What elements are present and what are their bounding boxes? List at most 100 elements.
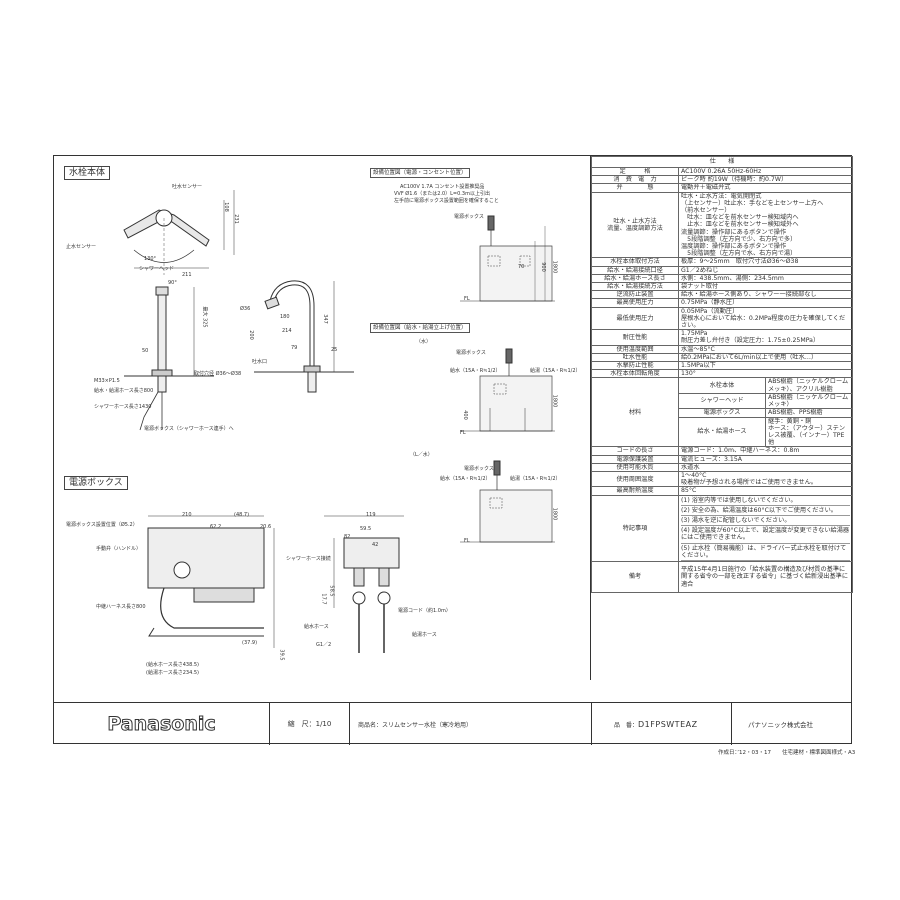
dim-211: 211 [182, 272, 192, 278]
material-key: シャワーヘッド [678, 392, 766, 410]
dim-17: 17.7 [320, 593, 327, 605]
dim-200: 200 [247, 330, 254, 340]
label-hose-len-b: (給湯ホース長さ234.5) [146, 670, 199, 676]
spec-row: コードの長さ電源コード：1.0m、中継ハーネス：0.8m [591, 446, 853, 456]
section-title-install-1: 設備位置図（電源・コンセント位置） [370, 168, 470, 178]
model-number: D1FPSWTEAZ [638, 719, 698, 729]
label-hose-l: 中継ハーネス長さ800 [96, 604, 146, 610]
install-fl-3: FL [464, 538, 470, 544]
spec-key: 吐水・止水方法 流量、温度調節方法 [591, 191, 679, 259]
material-key: 水栓本体 [678, 377, 766, 394]
install-note-1: AC100V 1.7A コンセント設置推奨品 [400, 184, 485, 190]
spec-value: 給0.2MPaにおいて6L/min以上で使用（吐水…） [678, 352, 853, 363]
dim-1800-1: 1800 [551, 260, 558, 274]
spec-value: 水側：438.5mm、湯側：234.5mm [678, 273, 853, 284]
install-fl-1: FL [464, 296, 470, 302]
note-item: (2) 安全の為、給湯温度は60°C以下でご使用ください。 [681, 506, 850, 516]
dim-25: 25 [331, 347, 338, 353]
spec-value: 電流ヒューズ：3.15A [678, 454, 853, 464]
dim-1800-3: 1800 [551, 507, 558, 521]
dim-108: 108 [222, 202, 229, 212]
material-value: ABS樹脂（ニッケルクロームメッキ）、アクリル樹脂 [765, 377, 853, 394]
remarks-label: 備考 [591, 560, 679, 593]
dim-231: 231 [232, 214, 239, 224]
spec-value: 吐水・止水方法：電気開閉式 （上センサー）吐止水：手などを上センサー上方へ （前… [678, 191, 853, 259]
spec-key: 吐水性能 [591, 352, 679, 363]
spec-key: 給水・給湯接続方法 [591, 282, 679, 292]
label-cord: 電源ボックス設置位置（Ø5.2） [66, 522, 138, 528]
spec-remarks-row: 備考平成15年4月1日施行の「給水装置の構造及び材質の基準に関する省令の一部を改… [591, 560, 853, 593]
spec-row: 吐水性能給0.2MPaにおいて6L/min以上で使用（吐水…） [591, 352, 853, 363]
spec-value: 板厚：9〜25mm 取付穴寸法Ø36〜Ø38 [678, 257, 853, 267]
spec-key: 電源保護装置 [591, 454, 679, 464]
spec-row: 水栓本体取付方法板厚：9〜25mm 取付穴寸法Ø36〜Ø38 [591, 257, 853, 267]
spec-value: 130° [678, 369, 853, 379]
spec-key: 使用可能水質 [591, 462, 679, 472]
label-thread: M33×P1.5 [94, 378, 120, 384]
dim-400-2: 400 [461, 410, 468, 420]
spec-value: 0.75MPa（静水圧） [678, 298, 853, 308]
spec-row: 吐水・止水方法 流量、温度調節方法吐水・止水方法：電気開閉式 （上センサー）吐止… [591, 191, 853, 259]
scale-cell: 縮 尺： 1/10 [270, 703, 350, 745]
install-power-box-1: 電源ボックス [454, 214, 484, 220]
spec-value: ピーク時 約19W（待機時：約0.7W） [678, 175, 853, 185]
spec-value: 水道水 [678, 462, 853, 472]
dim-1800-2: 1800 [551, 394, 558, 408]
product-cell: 商品名： スリムセンサー水栓（寒冷地用） [350, 703, 592, 745]
dim-50: 50 [142, 348, 149, 354]
install-note-3: 左手前に電源ボックス設置範囲を確保すること [394, 198, 499, 204]
install-fl-2: FL [460, 430, 466, 436]
spec-row: 使用可能水質水道水 [591, 462, 853, 472]
material-key: 給水・給湯ホース [678, 416, 766, 448]
label-hot-in: 給湯ホース [412, 632, 437, 638]
spec-material-row: 給水・給湯ホース継手：黄銅・銅 ホース：（アウター）ステンレス被覆、（インナー）… [592, 416, 853, 448]
spec-key: 逆流防止装置 [591, 290, 679, 300]
remarks-text: 平成15年4月1日施行の「給水装置の構造及び材質の基準に関する省令の一部を改正す… [678, 560, 853, 593]
install-cold: （水） [416, 339, 432, 345]
spec-value: 水温〜85°C [678, 344, 853, 354]
materials-label: 材料 [591, 377, 679, 448]
spec-row: 給水・給湯接続方法袋ナット取付 [591, 282, 853, 292]
label-shower-hose: シャワーホース接続 [286, 556, 331, 562]
install-diagram-1 [450, 211, 560, 306]
spec-value: 0.05MPa（流動圧） 屋根水心において給水：0.2MPa程度の圧力を確保して… [678, 306, 853, 331]
issue-note: 作成日：’12・03・17 住宅建材・標準図面様式・A3 [718, 750, 856, 756]
install-hot-riser: 給湯（15A・R≒1/2） [530, 368, 581, 374]
material-value: ABS樹脂、PPS樹脂 [765, 408, 853, 418]
spec-row: 消 費 電 力ピーク時 約19W（待機時：約0.7W） [591, 175, 853, 185]
spec-value: AC100V 0.26A 50Hz-60Hz [678, 166, 853, 177]
material-value: 継手：黄銅・銅 ホース：（アウター）ステンレス被覆、（インナー）TPE他 [765, 416, 853, 448]
spec-value: 電動弁＋電磁弁式 [678, 183, 853, 193]
spec-key: 水栓本体取付方法 [591, 257, 679, 267]
spec-key: 使用温度範囲 [591, 344, 679, 354]
dim-39: 39.5 [278, 649, 285, 661]
dim-48: (48.7) [234, 512, 250, 518]
spec-key: 消 費 電 力 [591, 175, 679, 185]
install-water-riser: 給水（15A・R≒1/2） [450, 368, 501, 374]
dim-119: 119 [366, 512, 376, 518]
dim-90: 90° [168, 280, 177, 286]
power-box-side-view [304, 508, 414, 658]
dim-82: 82 [344, 534, 351, 540]
spec-key: 水栓本体回転角度 [591, 369, 679, 379]
install-note-2: VVF Ø1.6（または2.0）L=0.3m以上引出 [394, 191, 490, 197]
spec-title: 仕 様 [591, 156, 853, 168]
panasonic-logo: Panasonic [107, 713, 216, 736]
dim-62: 62.2 [210, 524, 222, 530]
install-cold-l: （L／水） [410, 452, 433, 458]
drawing-sheet: 水栓本体 108 231 211 130° 90° 吐水センサー 止水センサー … [53, 155, 853, 745]
dim-210: 210 [182, 512, 192, 518]
material-key: 電源ボックス [678, 408, 766, 418]
model-label: 品 番： [614, 721, 639, 729]
company-name: パナソニック株式会社 [748, 721, 813, 729]
section-title-install-2: 設備位置図（給水・給湯立上げ位置） [370, 323, 470, 333]
note-item: (1) 浴室内等では使用しないでください。 [681, 496, 850, 506]
